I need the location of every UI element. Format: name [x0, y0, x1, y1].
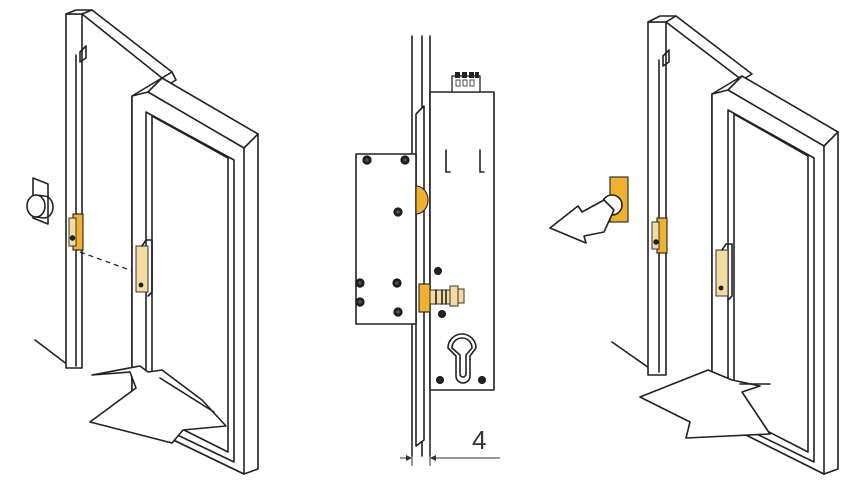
- left-door-scene: [26, 9, 259, 475]
- keeper-plate-right: [651, 217, 668, 254]
- keeper-plate-left: [68, 213, 84, 251]
- door-handle-left: [135, 239, 153, 297]
- floor-line-right: [611, 341, 653, 371]
- cylinder-cutout: [447, 333, 477, 384]
- dead-bolt: [418, 283, 465, 313]
- lock-mechanism-scene: 4: [355, 35, 500, 466]
- right-door-scene: [549, 15, 839, 475]
- lock-body: [429, 72, 495, 391]
- dimension-annotation: 4: [400, 425, 500, 466]
- wall-knob-icon: [26, 177, 54, 225]
- arrow-icon-left: [89, 365, 227, 444]
- face-plate: [415, 105, 425, 447]
- door-handle-right: [715, 243, 733, 301]
- door-frame-right: [647, 15, 753, 376]
- door-frame-left: [65, 9, 177, 369]
- alignment-dashed-line: [79, 251, 139, 274]
- strike-box: [355, 153, 429, 325]
- terminal-connector: [451, 72, 481, 93]
- arrow-icon-right: [639, 369, 771, 439]
- dimension-label: 4: [472, 425, 486, 455]
- arrow-icon-push: [549, 199, 615, 244]
- door-panel-right: [711, 75, 839, 475]
